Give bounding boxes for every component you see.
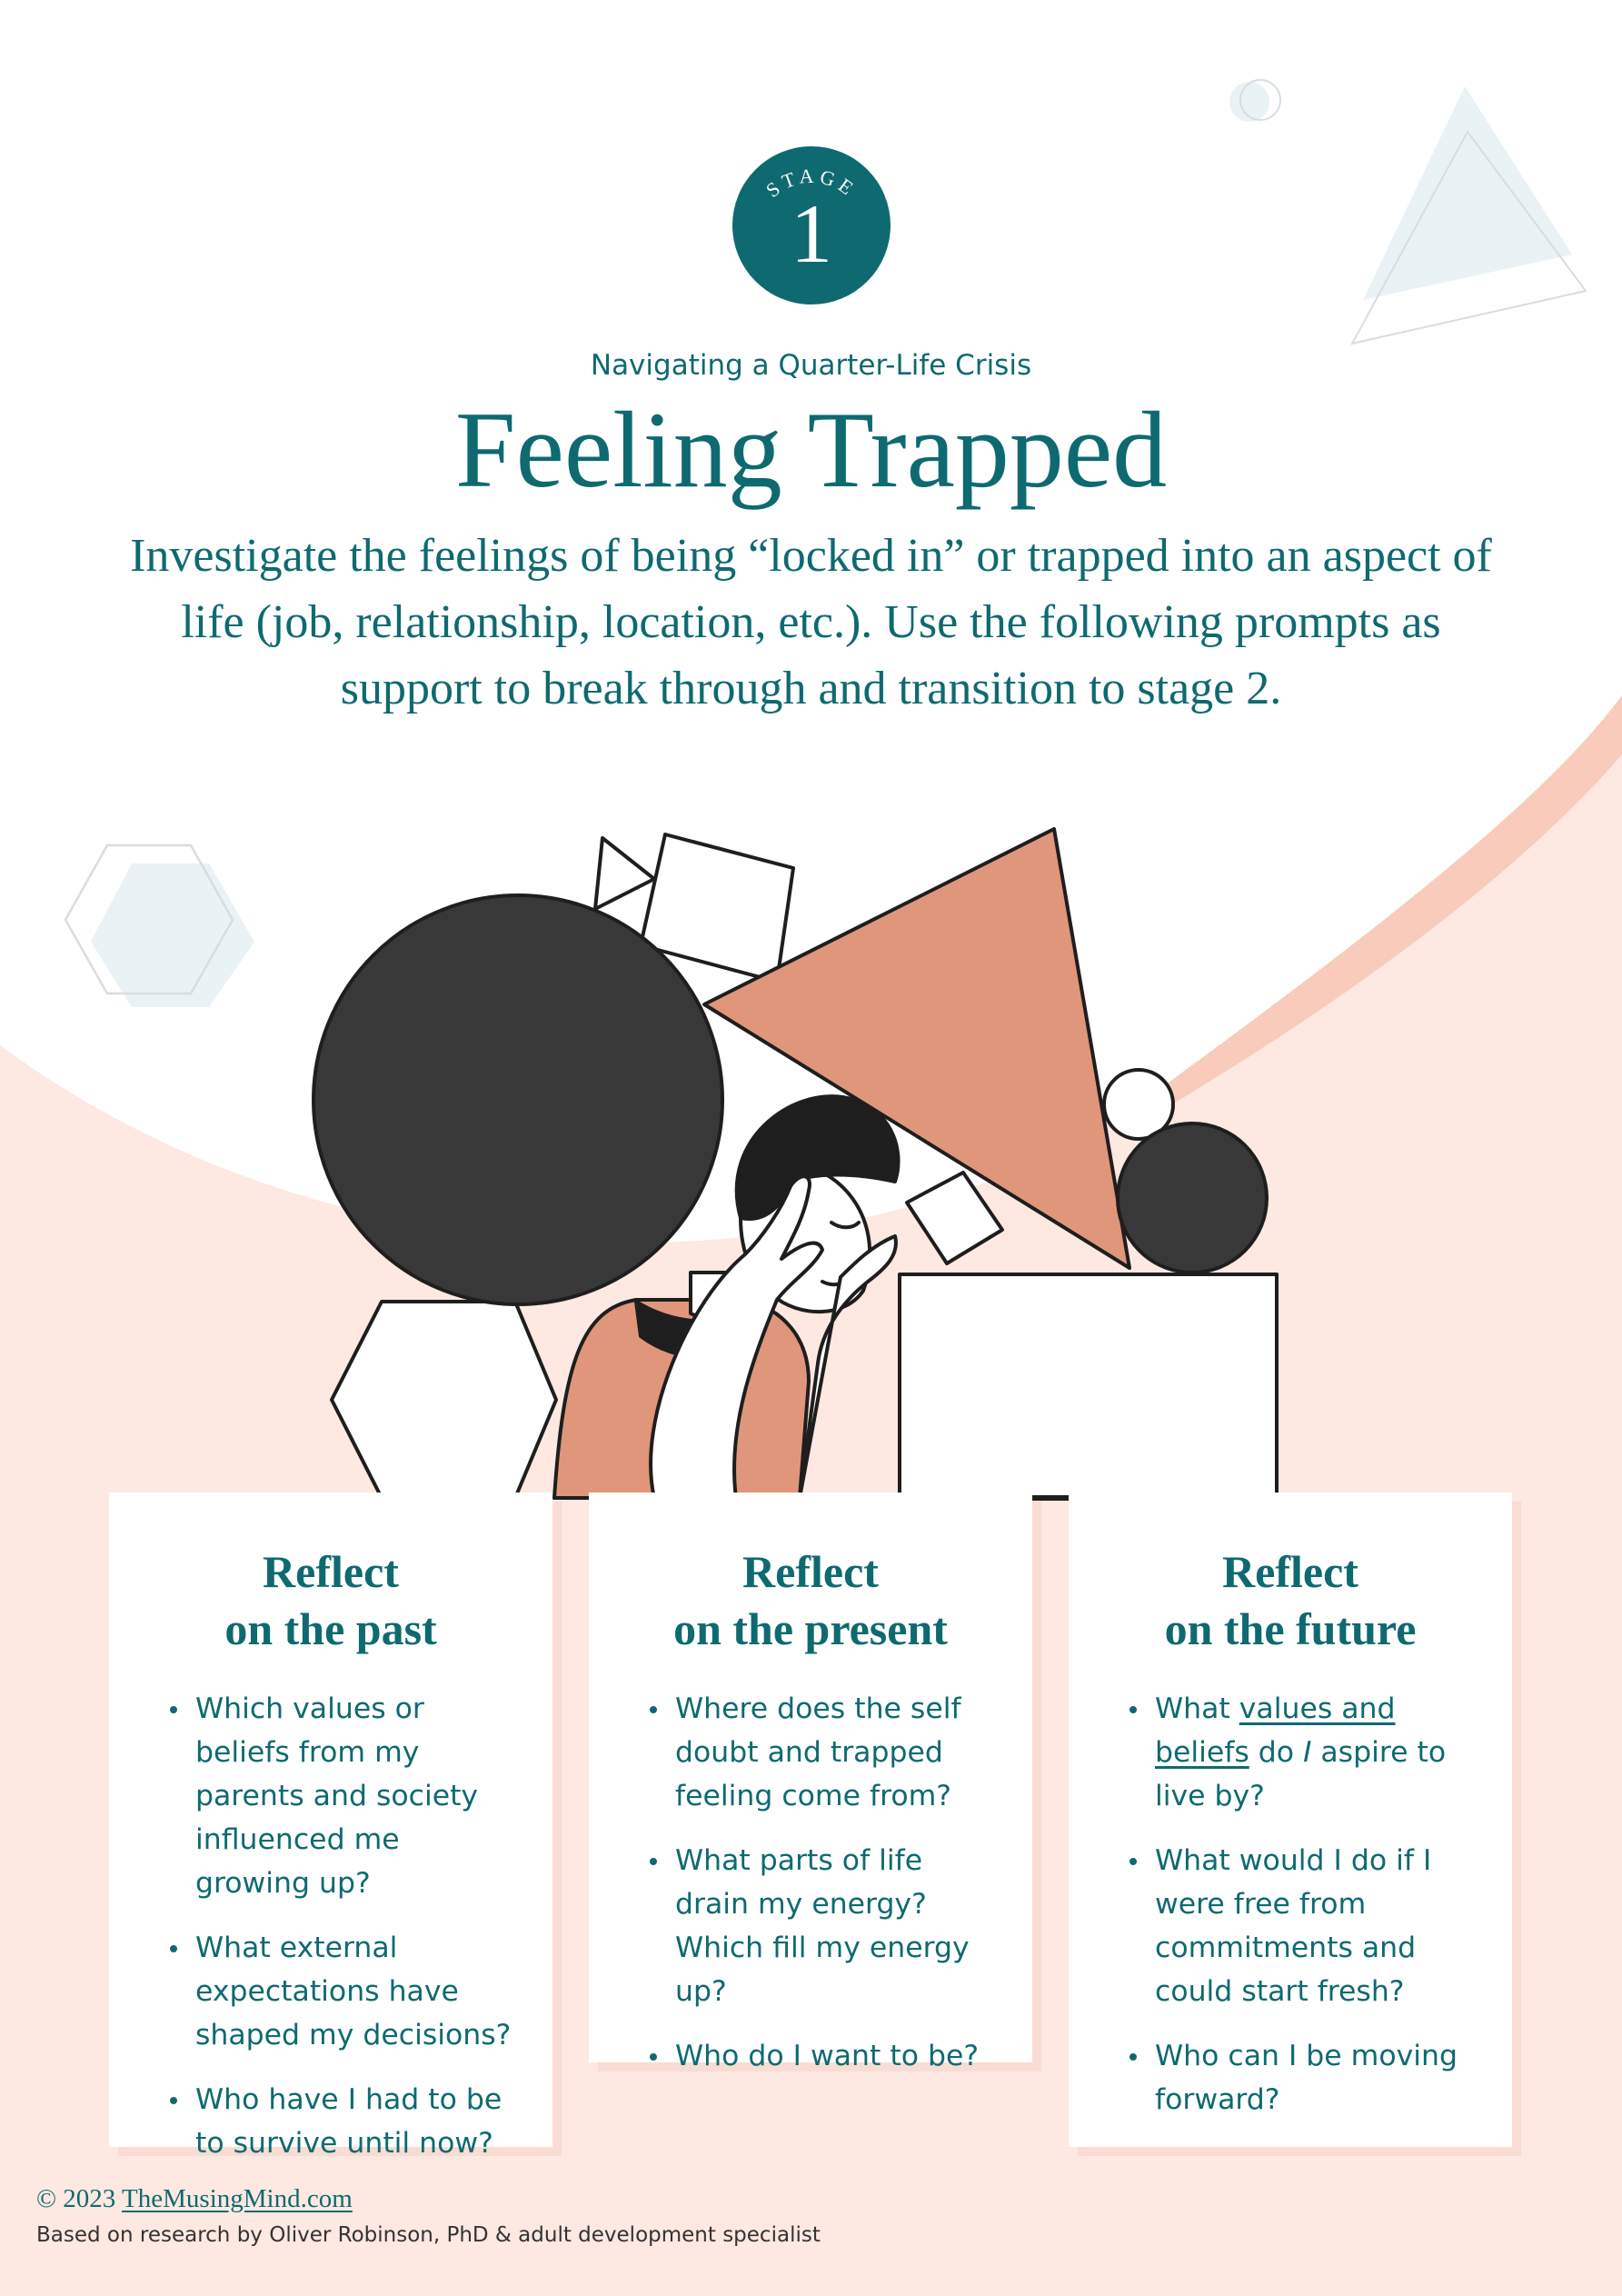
square-shape-small: [905, 1171, 1004, 1265]
prompt-list: Where does the self doubt and trapped fe…: [589, 1687, 1032, 2078]
prompt-list: Which values or beliefs from my parents …: [109, 1687, 552, 2165]
list-item: What external expectations have shaped m…: [170, 1926, 520, 2057]
list-item: Who have I had to be to survive until no…: [170, 2078, 520, 2165]
medium-dark-circle: [1116, 1122, 1269, 1274]
person-right-arm: [798, 1234, 898, 1500]
site-link[interactable]: TheMusingMind.com: [122, 2184, 353, 2213]
list-item: Which values or beliefs from my parents …: [170, 1687, 520, 1905]
list-item: What would I do if I were free from comm…: [1129, 1839, 1479, 2013]
footer-copyright: © 2023 TheMusingMind.com: [36, 2184, 353, 2213]
list-item: Who can I be moving forward?: [1129, 2034, 1479, 2121]
hexagon-shape: [330, 1300, 558, 1500]
page-title: Feeling Trapped: [454, 389, 1168, 510]
big-dark-circle: [312, 893, 724, 1306]
badge-number: 1: [791, 187, 832, 280]
small-white-circle: [1102, 1068, 1175, 1141]
prompt-list: What values and beliefs do I aspire to l…: [1069, 1687, 1512, 2121]
footer-credit: Based on research by Oliver Robinson, Ph…: [36, 2223, 821, 2247]
person-left-arm: [649, 1174, 824, 1500]
stage-badge: STAGE: [732, 146, 891, 304]
rectangle-block: [898, 1273, 1279, 1500]
list-item: Where does the self doubt and trapped fe…: [650, 1687, 1000, 1818]
values-beliefs-link[interactable]: values and beliefs: [1155, 1692, 1396, 1769]
list-item: What values and beliefs do I aspire to l…: [1129, 1687, 1479, 1818]
list-item: What parts of life drain my energy? Whic…: [650, 1839, 1000, 2013]
small-triangle-shape: [593, 836, 656, 911]
big-triangle-shape: [702, 827, 1131, 1270]
eyebrow-subtitle: Navigating a Quarter-Life Crisis: [590, 349, 1032, 382]
intro-paragraph: Investigate the feelings of being “locke…: [130, 530, 1492, 714]
list-item: Who do I want to be?: [650, 2034, 1000, 2078]
